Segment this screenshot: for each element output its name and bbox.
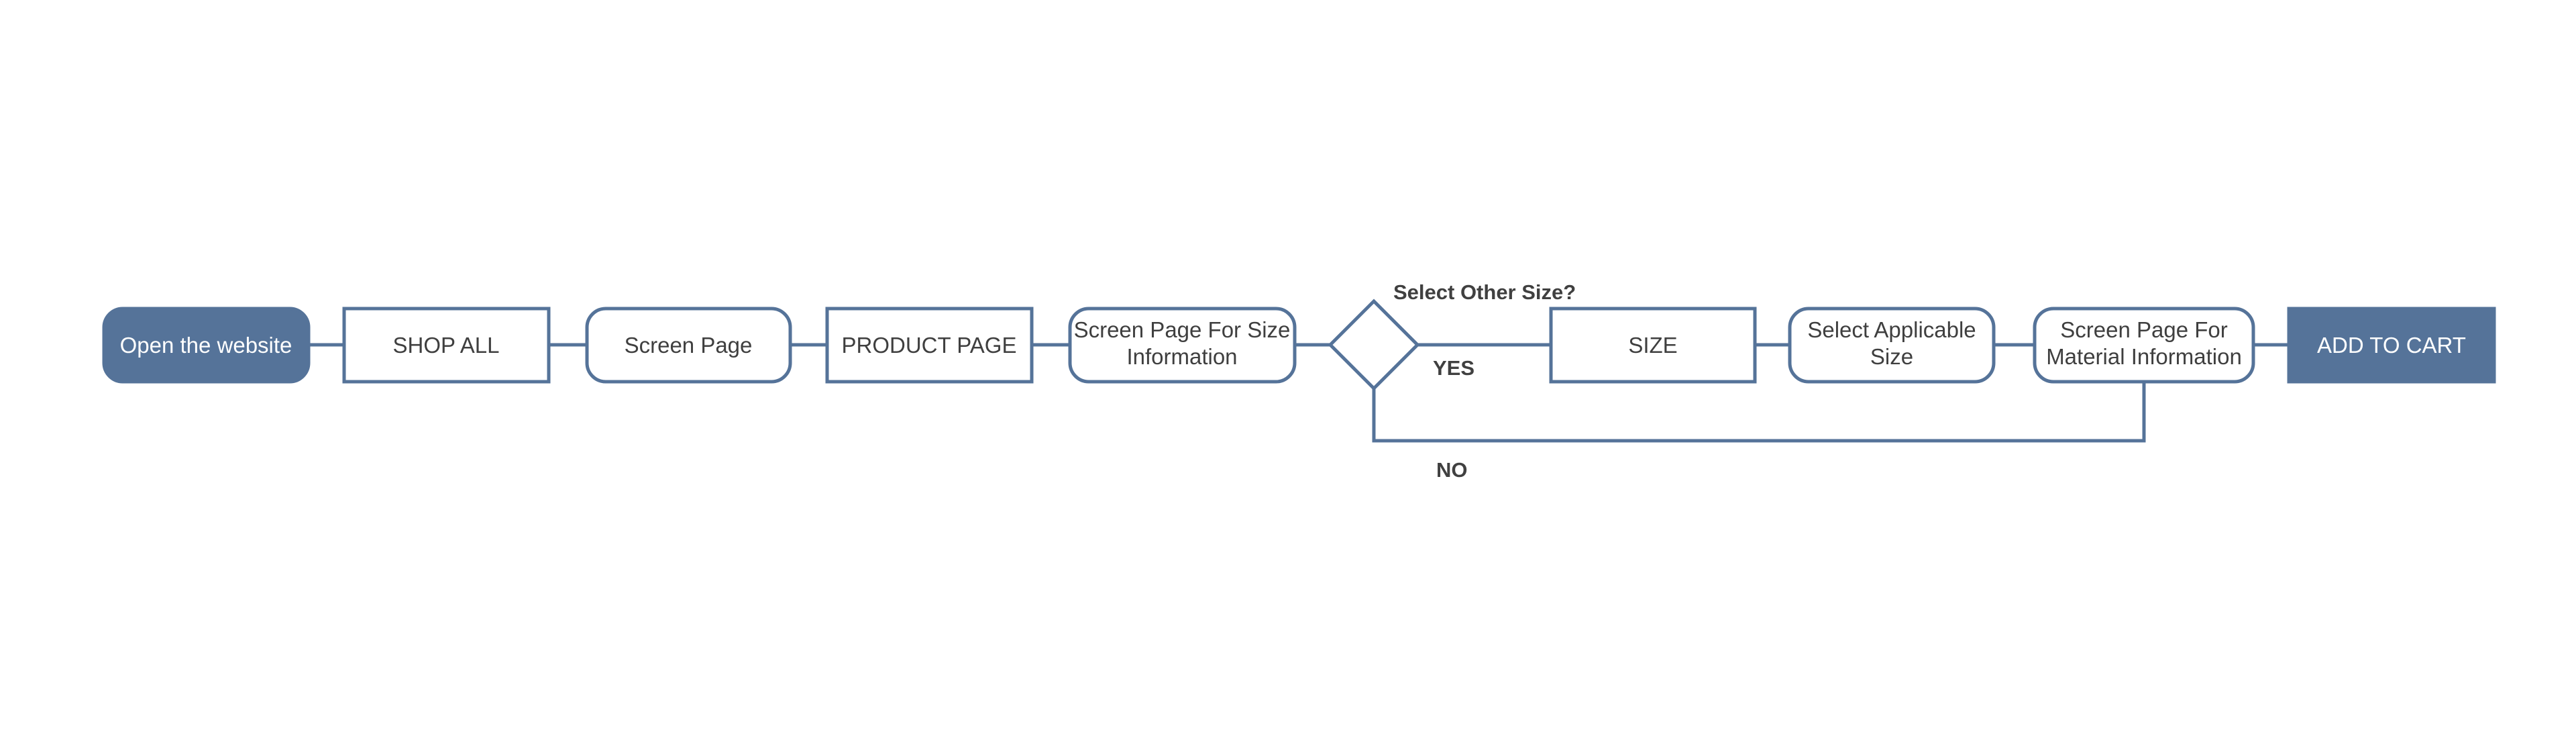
node-size: SIZE bbox=[1549, 307, 1757, 384]
node-material-information-label-line-2: Material Information bbox=[2046, 344, 2242, 369]
node-size-information-label-line-2: Information bbox=[1126, 344, 1237, 369]
edge-label-no: NO bbox=[1436, 458, 1468, 482]
node-select-applicable-size: Select Applicable Size bbox=[1788, 307, 1996, 384]
node-open-website: Open the website bbox=[102, 307, 311, 384]
node-size-decision: Select Other Size? bbox=[1328, 280, 1576, 391]
process-shape bbox=[825, 307, 1034, 384]
process-shape bbox=[1549, 307, 1757, 384]
node-select-applicable-size-label-line-1: Select Applicable bbox=[1807, 317, 1976, 342]
terminal-end-shape bbox=[2287, 307, 2496, 384]
node-shop-all-label: SHOP ALL bbox=[393, 333, 500, 358]
decision-diamond-shape bbox=[1328, 299, 1420, 391]
node-screen-page-label: Screen Page bbox=[625, 333, 753, 358]
terminal-start-shape bbox=[102, 307, 311, 384]
edge-label-yes: YES bbox=[1433, 356, 1474, 380]
node-material-information: Screen Page For Material Information bbox=[2033, 307, 2255, 384]
node-size-label: SIZE bbox=[1628, 333, 1677, 358]
node-screen-page: Screen Page bbox=[585, 307, 792, 384]
connector-decision-no-path bbox=[1372, 382, 2146, 443]
node-add-to-cart: ADD TO CART bbox=[2287, 307, 2496, 384]
rounded-process-shape bbox=[2033, 307, 2255, 384]
node-select-applicable-size-label-line-2: Size bbox=[1870, 344, 1913, 369]
rounded-process-shape bbox=[585, 307, 792, 384]
node-material-information-label-line-1: Screen Page For bbox=[2060, 317, 2227, 342]
node-shop-all: SHOP ALL bbox=[342, 307, 551, 384]
node-size-information-label-line-1: Screen Page For Size bbox=[1074, 317, 1291, 342]
rounded-process-shape bbox=[1068, 307, 1297, 384]
node-product-page-label: PRODUCT PAGE bbox=[842, 333, 1017, 358]
connectors bbox=[309, 343, 2289, 443]
process-shape bbox=[342, 307, 551, 384]
node-add-to-cart-label: ADD TO CART bbox=[2317, 333, 2466, 358]
rounded-process-shape bbox=[1788, 307, 1996, 384]
node-open-website-label: Open the website bbox=[120, 333, 292, 358]
node-size-information: Screen Page For Size Information bbox=[1068, 307, 1297, 384]
node-product-page: PRODUCT PAGE bbox=[825, 307, 1034, 384]
decision-question-label: Select Other Size? bbox=[1393, 280, 1576, 304]
